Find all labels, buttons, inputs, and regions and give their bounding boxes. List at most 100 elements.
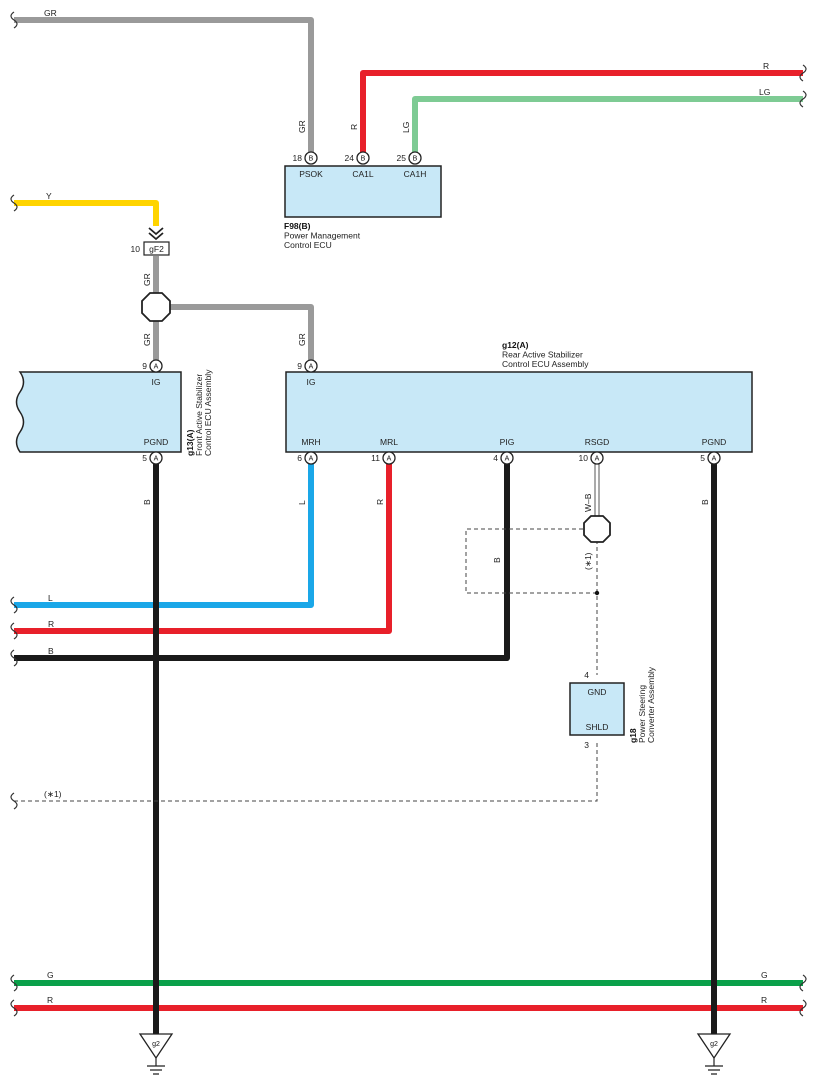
ground-left: g2 [138,1033,174,1075]
label-r-left: R [48,619,54,629]
ecu-rear-id: g12(A) [502,340,529,350]
ecu-f98-name-2: Control ECU [284,240,332,250]
wire-lg-top [412,96,803,152]
label-r-top: R [763,61,769,71]
wire-l-mrh [14,463,314,608]
ecu-front-name-2: Control ECU Assembly [203,369,213,456]
pin-conn: A [309,364,314,371]
converter-id: g18 [628,728,638,743]
shield-loop [465,528,597,594]
ecu-rear: g12(A) Rear Active Stabilizer Control EC… [285,340,753,465]
ground-right: g2 [696,1033,732,1075]
label-l-mrh: L [297,500,307,505]
wire-y [14,200,159,226]
ecu-front-name-1: Front Active Stabilizer [194,374,204,456]
label-star1-loop: (∗1) [583,552,593,570]
wire-r-mrl [14,463,392,634]
break-marks-right [799,64,807,1017]
pin-name: CA1H [404,169,427,179]
label-r-bottom-left: R [47,995,53,1005]
pin-conn: A [154,364,159,371]
ecu-f98-box [284,165,442,218]
ground-left-label: g2 [152,1041,160,1048]
pin-conn: B [361,156,366,163]
label-gr-below-connector: GR [142,273,152,286]
label-lg-top: LG [759,87,770,97]
splice-junction [141,292,171,322]
ground-icon [147,1058,165,1075]
pin-rear-pgnd: A 5 PGND [700,437,727,465]
wire-gr-top [14,17,314,152]
pin-number: 10 [579,453,589,463]
pin-number: 3 [584,740,589,750]
label-gr-top: GR [44,8,57,18]
wire-r-top [360,70,803,152]
converter-box [569,682,625,736]
pin-number: 5 [700,453,705,463]
label-g-bottom-left: G [47,970,54,980]
ecu-rear-box [285,371,753,453]
pin-rear-ig: A 9 IG [297,359,318,387]
converter-name-2: Converter Assembly [646,666,656,743]
pin-name: PSOK [299,169,323,179]
pin-conn: A [387,456,392,463]
pin-rear-mrh: A 6 MRH [297,437,321,465]
label-b-rear-pgnd: B [700,499,710,505]
pin-number: 25 [397,153,407,163]
wire-b-pig [14,463,510,661]
label-wb-rsgd: W–B [583,493,593,512]
label-star1-left: (∗1) [44,789,62,799]
ground-right-label: g2 [710,1041,718,1048]
break-marks-left [10,11,18,1017]
pin-number: 6 [297,453,302,463]
shield-shld [14,743,598,802]
pin-number: 4 [493,453,498,463]
pin-conn: A [154,456,159,463]
ecu-f98: B 18 PSOK B 24 CA1L B 25 CA1H F98(B) Pow… [284,151,442,250]
label-r-bottom-right: R [761,995,767,1005]
connector-gf2-name: gF2 [149,244,164,254]
ecu-f98-id: F98(B) [284,221,311,231]
label-b-front-pgnd: B [142,499,152,505]
pin-name: PGND [702,437,727,447]
converter-name-1: Power Steering [637,685,647,743]
ecu-f98-name-1: Power Management [284,231,361,241]
shield-lines [14,528,598,802]
ecu-front-id: g13(A) [185,429,195,456]
pin-name: RSGD [585,437,610,447]
pin-rear-mrl: A 11 MRL [371,437,398,465]
label-g-bottom-right: G [761,970,768,980]
pin-f98-ca1l: B 24 CA1L [345,151,374,179]
converter-g18: GND SHLD 4 3 g18 Power Steering Converte… [569,666,656,750]
label-gr-rear-ig: GR [297,333,307,346]
label-gr-drop-psok: GR [297,120,307,133]
pin-rear-rsgd: A 10 RSGD [579,437,610,465]
wires [14,17,803,1034]
label-gr-above-ig: GR [142,333,152,346]
connector-gf2-box [143,241,170,256]
pin-name: IG [152,377,161,387]
ground-icon [705,1058,723,1075]
shield-splice [583,515,611,543]
pin-number: 9 [297,361,302,371]
pin-conn: B [413,156,418,163]
wire-gr-rear-ig [170,304,314,361]
shield-junction-dot [594,590,600,596]
pin-name: SHLD [586,722,609,732]
pin-front-ig: A 9 IG [142,359,163,387]
ecu-rear-name-1: Rear Active Stabilizer [502,350,583,360]
ecu-rear-name-2: Control ECU Assembly [502,359,589,369]
pin-conn: A [309,456,314,463]
connector-gf2: gF2 10 [131,227,170,256]
pin-name: IG [307,377,316,387]
pin-name: MRH [301,437,320,447]
pin-f98-psok: B 18 PSOK [293,151,323,179]
pin-name: CA1L [352,169,374,179]
pin-number: 9 [142,361,147,371]
label-b-left: B [48,646,54,656]
pin-front-pgnd: A 5 PGND [142,437,168,465]
ecu-front-box [15,371,182,453]
pin-rear-pig: A 4 PIG [493,437,514,465]
label-lg-drop-ca1h: LG [401,122,411,133]
